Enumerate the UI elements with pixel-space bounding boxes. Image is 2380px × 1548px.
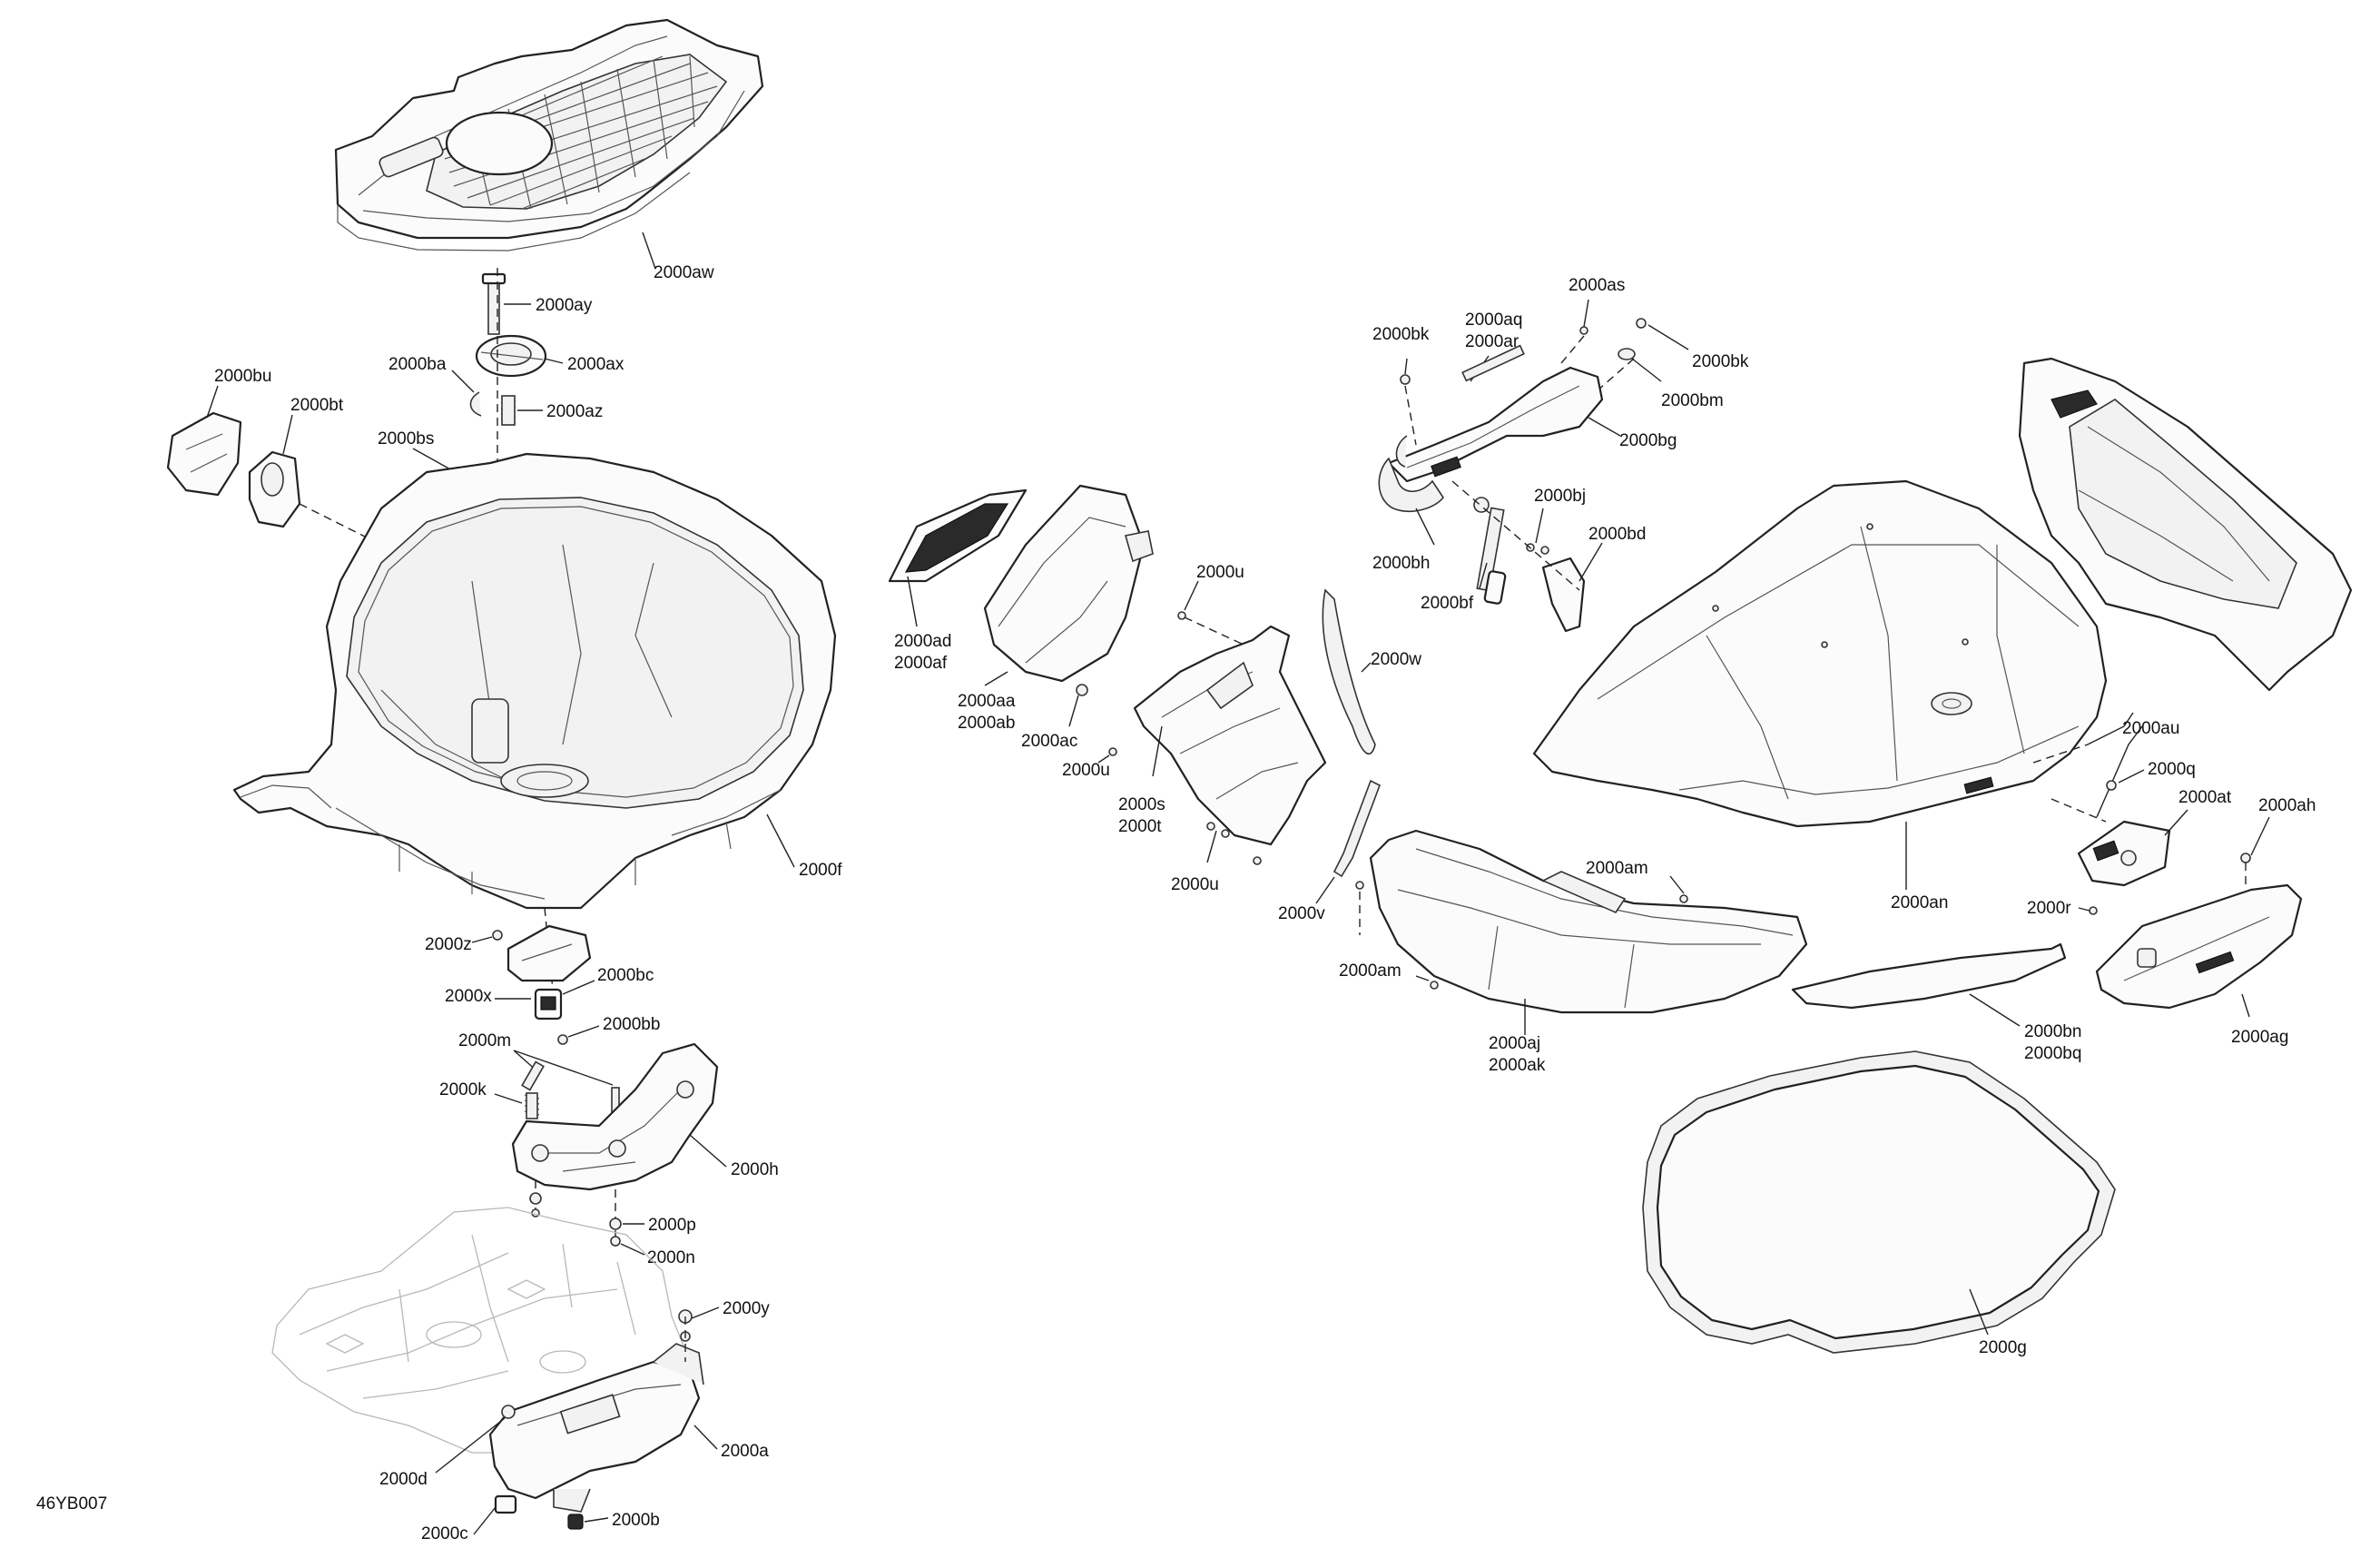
label-2000z: 2000z	[425, 935, 472, 954]
label-2000f: 2000f	[799, 861, 842, 880]
latch-housing-part	[2077, 820, 2171, 887]
label-2000ba: 2000ba	[388, 355, 447, 374]
vent-duct-part	[983, 484, 1154, 683]
latch-catch-part	[534, 988, 563, 1020]
figure-code: 46YB007	[36, 1494, 107, 1513]
label-2000bt: 2000bt	[290, 396, 344, 415]
label-2000s: 2000s	[1118, 795, 1165, 814]
strap-part	[1322, 588, 1376, 755]
label-2000aw: 2000aw	[654, 263, 714, 282]
label-2000q: 2000q	[2148, 760, 2196, 779]
label-2000aj: 2000aj	[1489, 1034, 1540, 1053]
nut-plate-part	[494, 1494, 517, 1514]
gas-strut-part	[1473, 497, 1507, 605]
label-2000aa: 2000aa	[958, 692, 1016, 711]
hinge-arm-part	[1378, 366, 1604, 512]
label-2000w: 2000w	[1371, 650, 1421, 669]
label-2000r: 2000r	[2027, 899, 2071, 918]
spring-part	[500, 395, 516, 426]
rear-trim-part	[2095, 883, 2303, 1010]
label-2000bd: 2000bd	[1588, 525, 1646, 544]
bracket-screw-part	[521, 1060, 620, 1116]
strut-bracket-part	[1541, 557, 1586, 633]
label-2000af: 2000af	[894, 654, 948, 673]
label-2000bk-2: 2000bk	[1692, 352, 1749, 371]
trim-strip-part	[1791, 942, 2067, 1010]
latch-bracket-part	[506, 924, 592, 982]
label-2000ah: 2000ah	[2258, 796, 2316, 815]
label-2000h: 2000h	[731, 1160, 779, 1179]
label-2000b: 2000b	[612, 1511, 660, 1530]
label-2000ak: 2000ak	[1489, 1056, 1546, 1075]
label-2000bq: 2000bq	[2024, 1044, 2081, 1063]
label-2000bk: 2000bk	[1372, 325, 1430, 344]
label-2000bh: 2000bh	[1372, 554, 1430, 573]
label-2000ad: 2000ad	[894, 632, 951, 651]
label-2000y: 2000y	[723, 1299, 770, 1318]
label-2000bs: 2000bs	[378, 429, 434, 449]
label-2000u-3: 2000u	[1171, 875, 1219, 894]
label-2000k: 2000k	[439, 1080, 487, 1099]
label-2000an: 2000an	[1891, 893, 1948, 912]
leader-aw	[642, 232, 656, 270]
label-2000ax: 2000ax	[567, 355, 625, 374]
label-2000am: 2000am	[1586, 859, 1648, 878]
label-2000bm: 2000bm	[1661, 391, 1724, 410]
latch-knob-part	[475, 334, 547, 378]
vent-grille-part	[888, 488, 1028, 583]
storage-tray-part	[1133, 625, 1327, 846]
hood-part	[1532, 479, 2108, 828]
clip-nut-part	[567, 1513, 584, 1530]
label-2000ab: 2000ab	[958, 714, 1015, 733]
label-2000au: 2000au	[2122, 719, 2179, 738]
hinge-bracket-part	[511, 1042, 719, 1191]
mount-bracket-part	[488, 1343, 704, 1513]
label-2000u-2: 2000u	[1062, 761, 1110, 780]
label-2000bu: 2000bu	[214, 367, 271, 386]
bumper-part	[1369, 829, 1808, 1014]
seal-strip-part	[1333, 779, 1382, 878]
label-2000at: 2000at	[2178, 788, 2232, 807]
label-2000ar: 2000ar	[1465, 332, 1519, 351]
label-2000bf: 2000bf	[1421, 594, 1474, 613]
label-2000bb: 2000bb	[603, 1015, 660, 1034]
clip-ring-part	[469, 391, 482, 417]
gasket-seal-part	[1642, 1050, 2116, 1354]
label-2000x: 2000x	[445, 987, 492, 1006]
label-2000v: 2000v	[1278, 904, 1325, 923]
side-cap-part	[166, 411, 242, 497]
label-2000bj: 2000bj	[1534, 487, 1586, 506]
latch-screw-part	[481, 272, 506, 335]
label-2000ay: 2000ay	[536, 296, 593, 315]
label-2000u: 2000u	[1196, 563, 1244, 582]
label-2000aq: 2000aq	[1465, 311, 1522, 330]
label-2000g: 2000g	[1979, 1338, 2027, 1357]
label-2000bn: 2000bn	[2024, 1022, 2081, 1041]
label-2000p: 2000p	[648, 1216, 696, 1235]
label-2000c: 2000c	[421, 1524, 468, 1543]
label-2000ac: 2000ac	[1021, 732, 1077, 751]
label-2000am-2: 2000am	[1339, 961, 1401, 981]
rear-frame-part	[2018, 357, 2353, 692]
label-2000t: 2000t	[1118, 817, 1162, 836]
storage-bin-part	[232, 452, 837, 910]
label-2000as: 2000as	[1569, 276, 1625, 295]
label-2000ag: 2000ag	[2231, 1028, 2288, 1047]
label-2000n: 2000n	[647, 1248, 695, 1267]
label-2000bc: 2000bc	[597, 966, 654, 985]
storage-cover-part	[334, 18, 764, 251]
label-2000d: 2000d	[379, 1470, 428, 1489]
bracket-spring-part	[524, 1092, 540, 1119]
label-2000az: 2000az	[546, 402, 603, 421]
label-2000m: 2000m	[458, 1031, 511, 1050]
hinge-pin-part	[1461, 344, 1525, 382]
label-2000a: 2000a	[721, 1442, 769, 1461]
drain-plug-part	[248, 450, 301, 528]
label-2000bg: 2000bg	[1619, 431, 1677, 450]
